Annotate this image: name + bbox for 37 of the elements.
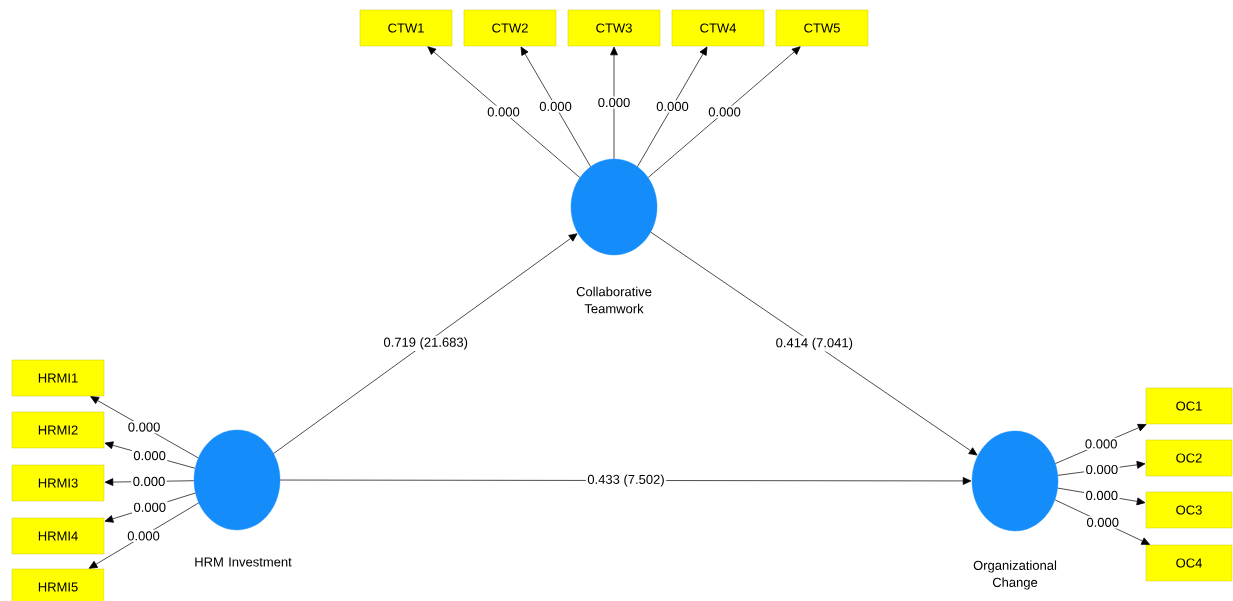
indicator-box: OC3 [1145, 491, 1233, 529]
arrow [520, 46, 591, 167]
indicator-box: CTW3 [567, 9, 661, 47]
arrow [637, 46, 708, 167]
edge-label: 0.414 (7.041) [774, 336, 855, 352]
indicator-box: CTW5 [775, 9, 869, 47]
arrow [427, 46, 581, 178]
edge-label: 0.000 [131, 449, 168, 462]
arrow [90, 396, 199, 459]
arrow [279, 477, 972, 485]
indicator-box: HRMI1 [11, 359, 105, 397]
arrow [88, 502, 199, 569]
indicator-box: HRMI3 [11, 464, 105, 502]
construct-label: HRM Investment [195, 557, 292, 567]
arrow [610, 46, 618, 160]
indicator-box: CTW4 [671, 9, 765, 47]
edge-label: 0.000 [596, 96, 632, 109]
construct-label: Organizational Change [973, 560, 1057, 590]
indicator-box: HRMI2 [11, 411, 105, 449]
edge-label: 0.000 [654, 100, 691, 113]
indicator-box: OC2 [1145, 439, 1233, 477]
indicator-box: CTW1 [359, 9, 453, 47]
indicator-box: HRMI5 [11, 568, 105, 601]
edge-label: 0.000 [131, 475, 167, 488]
arrow [650, 231, 978, 456]
indicator-box: HRMI4 [11, 517, 105, 555]
construct-label: Collaborative Teamwork [576, 286, 652, 314]
edge-label: 0.000 [1084, 516, 1121, 529]
indicator-box: CTW2 [463, 9, 557, 47]
arrow [647, 46, 801, 178]
edge-label: 0.000 [537, 100, 574, 113]
edge-label: 0.000 [1084, 489, 1120, 502]
indicator-box: OC4 [1145, 544, 1233, 582]
edge-label: 0.000 [1084, 463, 1120, 476]
arrow [273, 233, 578, 454]
indicator-box: OC1 [1145, 387, 1233, 425]
edge-label: 0.000 [132, 501, 168, 514]
